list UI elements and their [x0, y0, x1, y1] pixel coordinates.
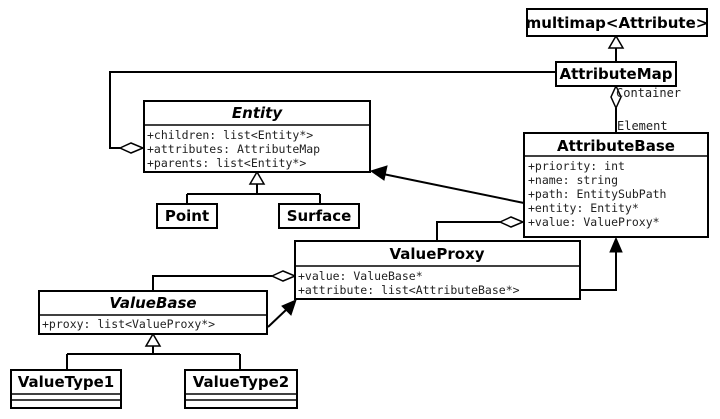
class-attributebase: AttributeBase +priority: int +name: stri… — [523, 132, 709, 238]
attribute-line: +value: ValueBase* — [298, 269, 423, 283]
edge-attributemap-to-multimap — [607, 34, 625, 62]
class-valuetype2: ValueType2 — [184, 369, 298, 409]
class-point: Point — [156, 203, 218, 229]
attribute-line: +entity: Entity* — [528, 201, 639, 215]
class-attributemap: AttributeMap — [555, 61, 677, 87]
arrowhead-icon — [281, 299, 297, 316]
class-name: Entity — [232, 104, 283, 122]
edge-attributemap-attributebase-aggregation — [610, 84, 622, 133]
generalization-arrow-icon — [607, 34, 625, 49]
class-name: Surface — [287, 207, 352, 225]
attribute-line: +parents: list<Entity*> — [147, 156, 306, 170]
class-name: multimap<Attribute> — [526, 14, 709, 32]
attribute-line: +proxy: list<ValueProxy*> — [42, 317, 215, 331]
attribute-line: +priority: int — [528, 159, 625, 173]
class-valueproxy: ValueProxy +value: ValueBase* +attribute… — [294, 240, 581, 300]
attribute-line: +path: EntitySubPath — [528, 187, 666, 201]
class-name: AttributeBase — [557, 137, 675, 155]
class-name: ValueType1 — [18, 373, 114, 391]
edge-entity-generalization — [186, 170, 321, 204]
attribute-line: +value: ValueProxy* — [528, 215, 660, 229]
class-multimap: multimap<Attribute> — [526, 8, 709, 37]
class-entity: Entity +children: list<Entity*> +attribu… — [143, 100, 371, 173]
generalization-arrow-icon — [144, 332, 162, 347]
class-valuetype1: ValueType1 — [10, 369, 122, 409]
aggregation-diamond-icon — [498, 216, 525, 228]
class-name: ValueBase — [109, 294, 196, 312]
aggregation-diamond-icon — [270, 270, 297, 282]
attribute-line: +attribute: list<AttributeBase*> — [298, 283, 520, 297]
class-valuebase: ValueBase +proxy: list<ValueProxy*> — [38, 290, 268, 335]
arrowhead-icon — [609, 236, 623, 253]
class-surface: Surface — [278, 203, 360, 229]
generalization-arrow-icon — [248, 170, 266, 185]
role-label-container: Container — [616, 86, 681, 100]
attribute-line: +name: string — [528, 173, 618, 187]
role-label-element: Element — [617, 119, 668, 133]
attribute-line: +attributes: AttributeMap — [147, 142, 320, 156]
class-name: ValueType2 — [193, 373, 289, 391]
class-name: AttributeMap — [559, 65, 672, 83]
edge-valuebase-to-valueproxy — [267, 299, 297, 328]
attribute-line: +children: list<Entity*> — [147, 128, 313, 142]
class-name: ValueProxy — [389, 245, 484, 263]
aggregation-diamond-icon — [118, 142, 145, 154]
edge-attributebase-to-entity — [369, 165, 525, 204]
edge-valuebase-generalization — [66, 332, 241, 370]
edge-valueproxy-to-attributebase — [580, 236, 623, 291]
edge-attributebase-valueproxy-aggregation — [436, 216, 525, 241]
class-name: Point — [165, 207, 209, 225]
arrowhead-icon — [369, 165, 388, 181]
edge-valueproxy-valuebase-aggregation — [152, 270, 297, 291]
